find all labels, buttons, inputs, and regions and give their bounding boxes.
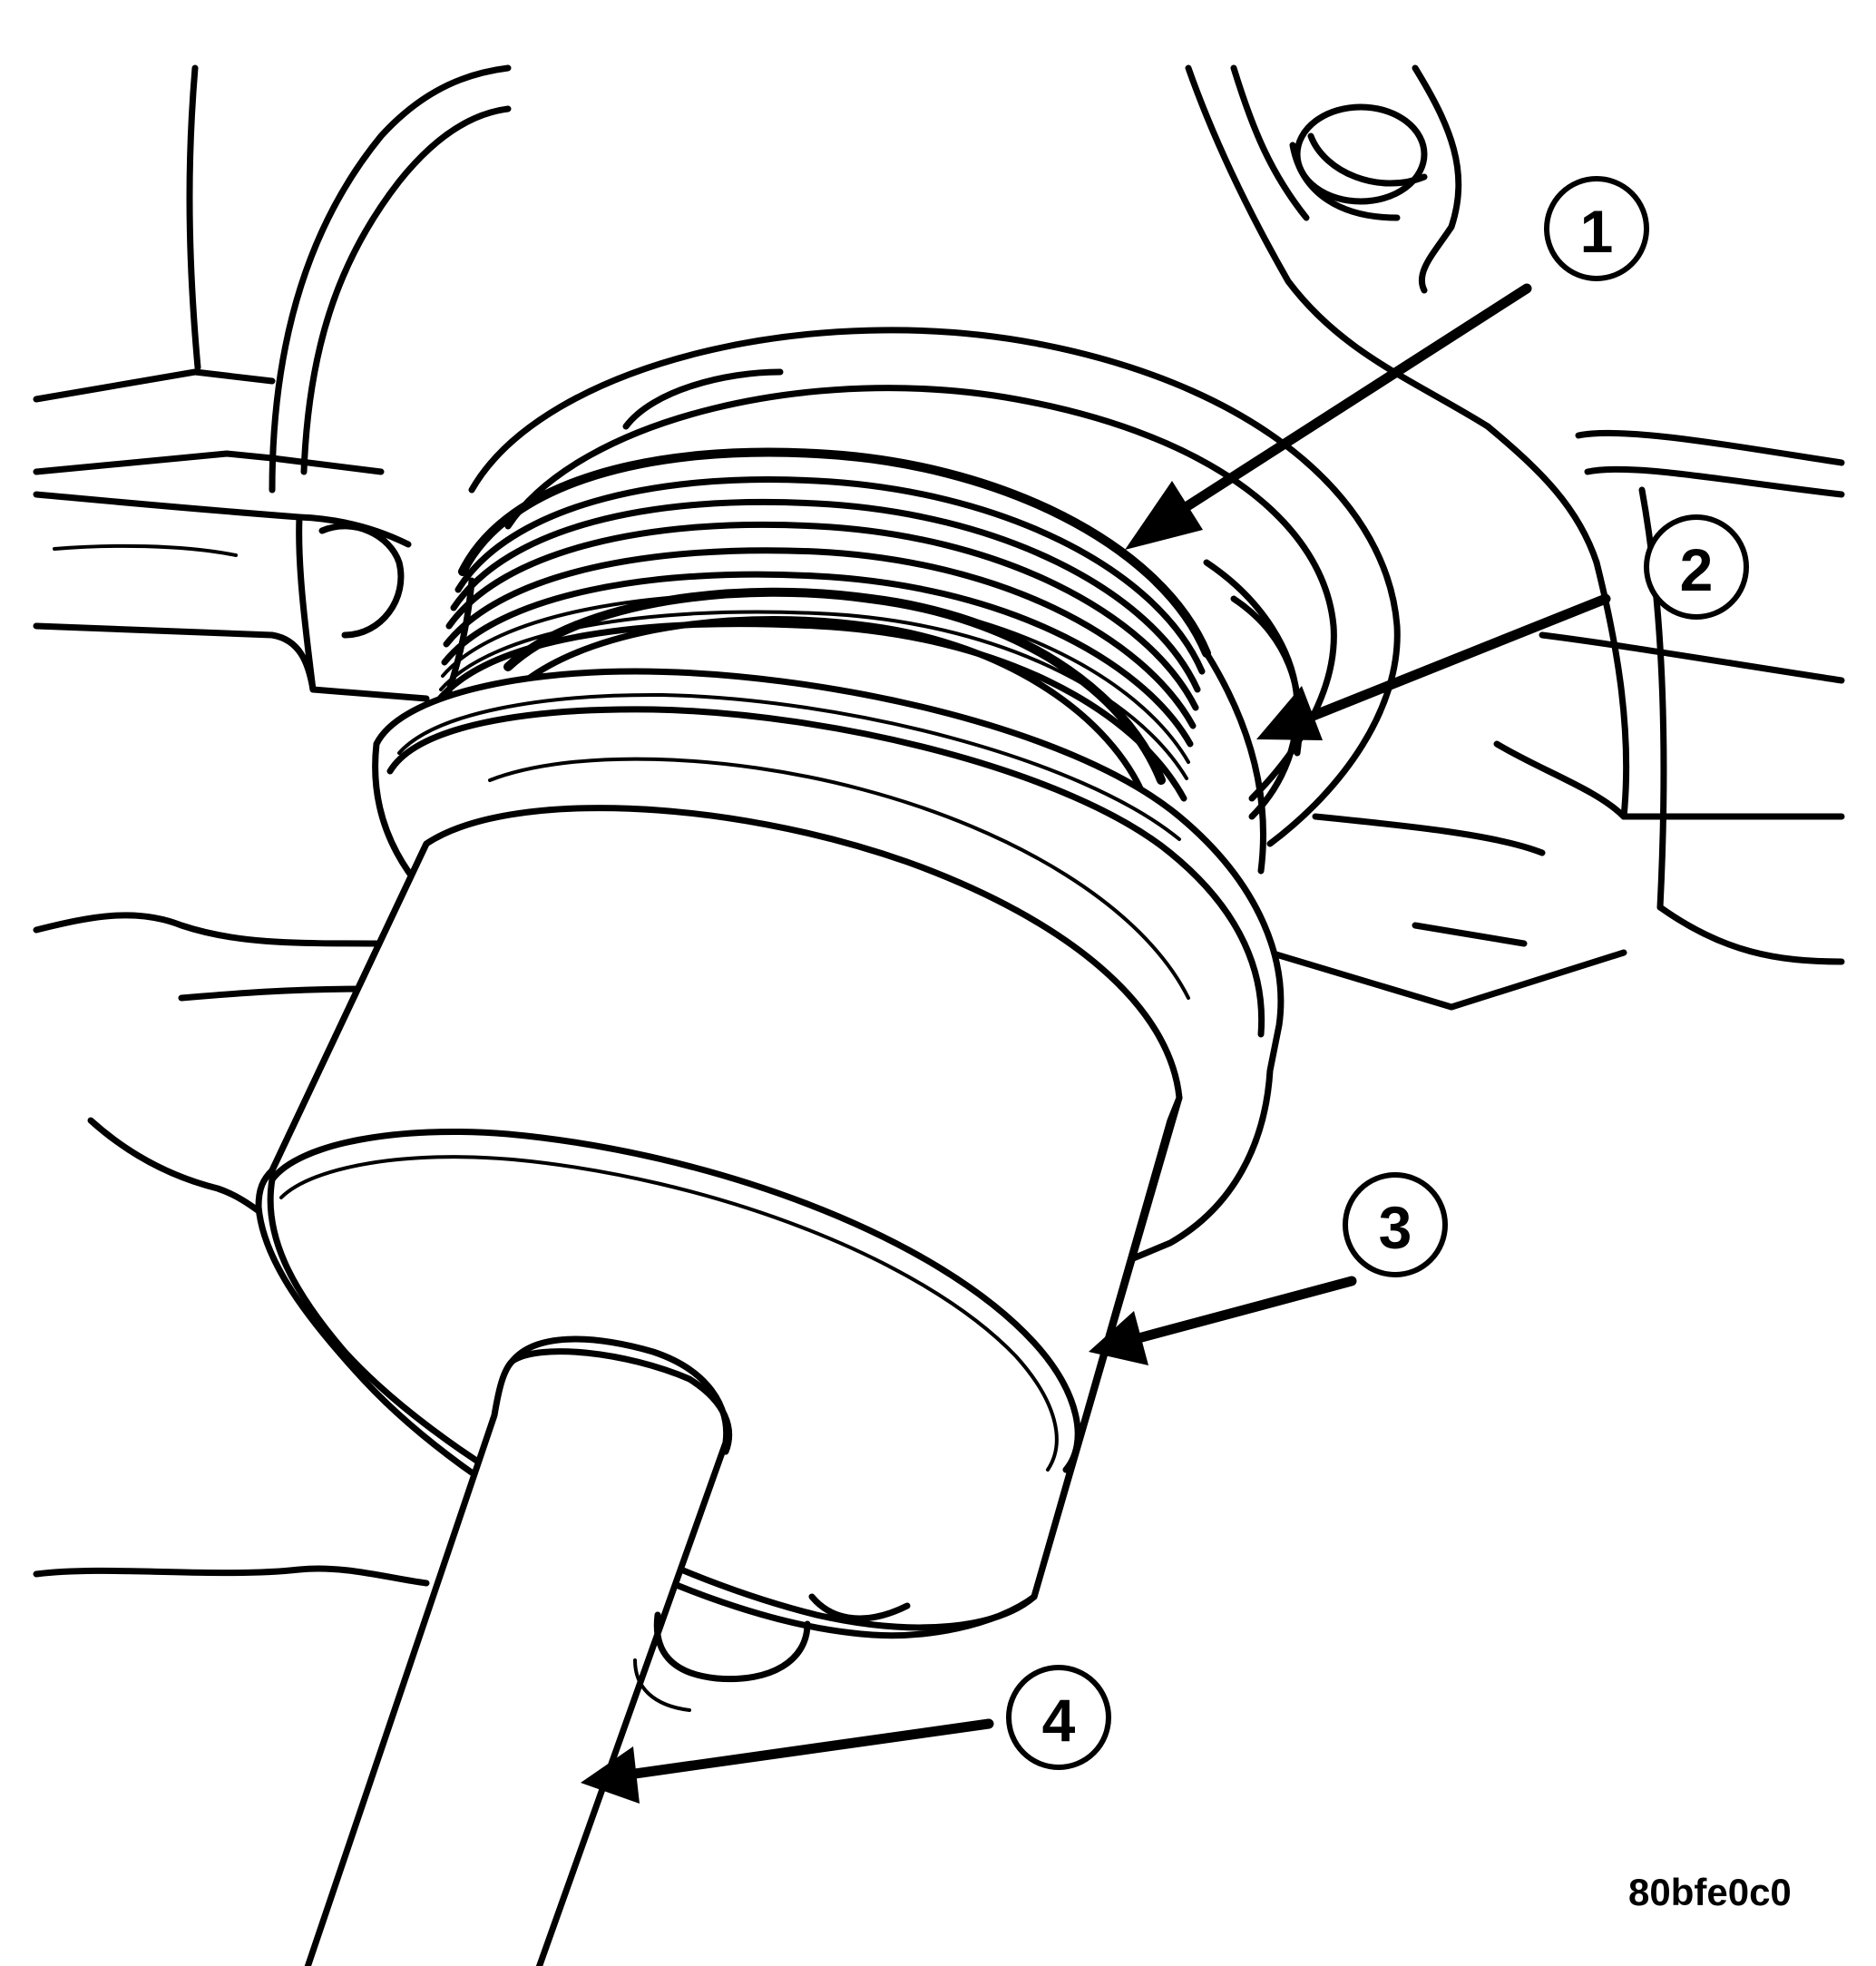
housing-casting <box>33 64 1845 1587</box>
crankshaft-seal <box>436 447 1266 875</box>
callout-1-label: 1 <box>1580 198 1614 265</box>
callout-1-leader <box>1165 283 1532 523</box>
callout-1-arrowhead <box>1125 481 1203 550</box>
callout-4-arrowhead <box>581 1746 640 1804</box>
callout-4-label: 4 <box>1042 1687 1076 1754</box>
callout-3-leader <box>1133 1276 1357 1344</box>
callout-2-leader <box>1301 593 1611 724</box>
callout-3: 3 <box>1343 1172 1448 1277</box>
callout-3-arrowhead <box>1089 1311 1148 1365</box>
callout-2-label: 2 <box>1680 536 1714 603</box>
driver-handle <box>304 1335 911 1966</box>
callout-4: 4 <box>1006 1665 1111 1770</box>
seal-installer-tool <box>255 668 1285 1639</box>
callout-arrows <box>581 283 1611 1804</box>
callout-2: 2 <box>1644 514 1749 620</box>
callout-1: 1 <box>1544 176 1649 281</box>
callout-2-arrowhead <box>1256 686 1323 740</box>
figure-id: 80bfe0c0 <box>1628 1871 1792 1913</box>
callout-4-leader <box>630 1718 994 1779</box>
callout-3-label: 3 <box>1379 1194 1412 1261</box>
